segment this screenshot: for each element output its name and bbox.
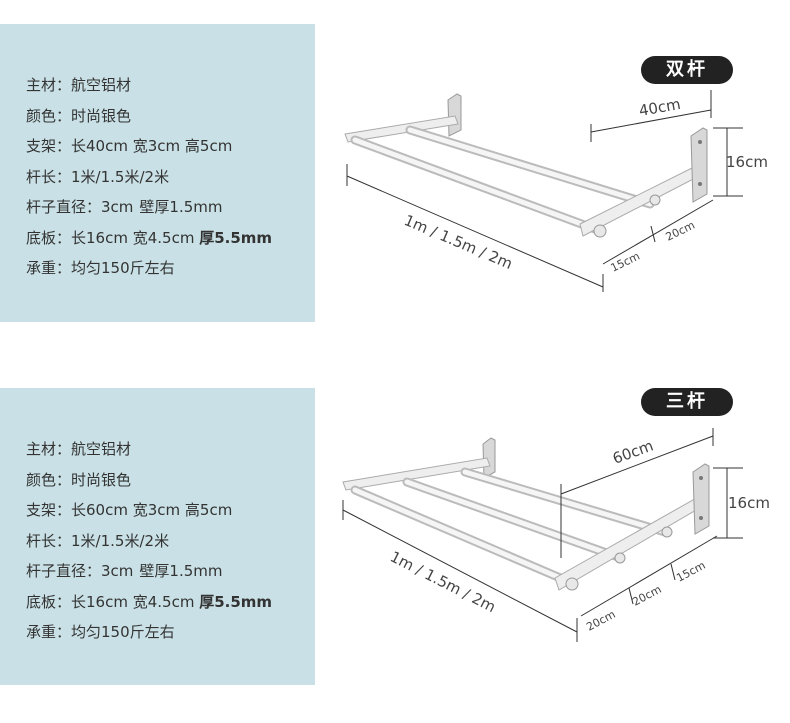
rod-length-label: 1m / 1.5m / 2m [387,548,499,617]
rod-length-line [342,509,578,633]
spacing-line [602,199,714,265]
back-wall-plate [482,437,496,479]
end-cap [661,526,673,538]
spacing-b-label: 20cm [630,583,663,609]
end-cap [614,552,626,564]
bracket-length-line [590,109,712,133]
back-bracket [344,115,459,143]
end-cap [593,224,607,238]
spec-load: 承重：均匀150斤左右 [26,623,175,641]
double-rod-diagram: 40cm 16cm 1m / 1.5m / 2m 20cm 15cm [344,90,768,292]
front-wall-plate [692,463,710,535]
spec-bracket: 支架：长40cm 宽3cm 高5cm [26,137,233,155]
spec-panel: 主材：航空铝材 颜色：时尚银色 支架：长60cm 宽3cm 高5cm 杆长：1米… [0,388,315,685]
end-cap [565,577,579,591]
rod-count-badge: 双杆 [641,56,733,84]
spacing-c-label: 15cm [674,559,707,585]
rod-length-line [346,175,604,288]
spec-color: 颜色：时尚银色 [26,470,132,489]
spec-rod-length: 杆长：1米/1.5米/2米 [26,167,170,186]
spacing-a-label: 20cm [664,219,697,244]
spec-load: 承重：均匀150斤左右 [26,259,175,277]
rod-count-badge: 三杆 [641,388,733,416]
end-cap [649,194,661,206]
spacing-b-label: 15cm [609,250,642,275]
bracket-length-line [560,435,714,495]
spec-panel: 主材：航空铝材 颜色：时尚银色 支架：长40cm 宽3cm 高5cm 杆长：1米… [0,24,315,322]
triple-rod-diagram: 60cm 16cm 1m / 1.5m / 2m 20cm 20cm 15cm [342,428,770,642]
front-wall-plate [690,127,708,203]
spec-rod-length: 杆长：1米/1.5米/2米 [26,531,170,550]
spec-bracket: 支架：长60cm 宽3cm 高5cm [26,501,233,519]
back-wall-plate [447,93,462,137]
spec-material: 主材：航空铝材 [26,76,132,94]
plate-height-label: 16cm [726,153,768,171]
plate-height-label: 16cm [728,494,770,512]
spec-base-plate: 底板：长16cm 宽4.5cm 厚5.5mm [26,228,273,247]
back-bracket [342,457,491,491]
double-rod-section: 主材：航空铝材 颜色：时尚银色 支架：长40cm 宽3cm 高5cm 杆长：1米… [0,24,790,322]
spec-color: 颜色：时尚银色 [26,106,132,125]
triple-rod-section: 主材：航空铝材 颜色：时尚银色 支架：长60cm 宽3cm 高5cm 杆长：1米… [0,388,790,685]
spec-list: 主材：航空铝材 颜色：时尚银色 支架：长60cm 宽3cm 高5cm 杆长：1米… [26,434,272,648]
spec-base-plate: 底板：长16cm 宽4.5cm 厚5.5mm [26,592,273,611]
spacing-line [580,535,718,617]
bracket-length-label: 60cm [610,436,656,467]
spec-list: 主材：航空铝材 颜色：时尚银色 支架：长40cm 宽3cm 高5cm 杆长：1米… [26,70,272,284]
spec-material: 主材：航空铝材 [26,440,132,458]
